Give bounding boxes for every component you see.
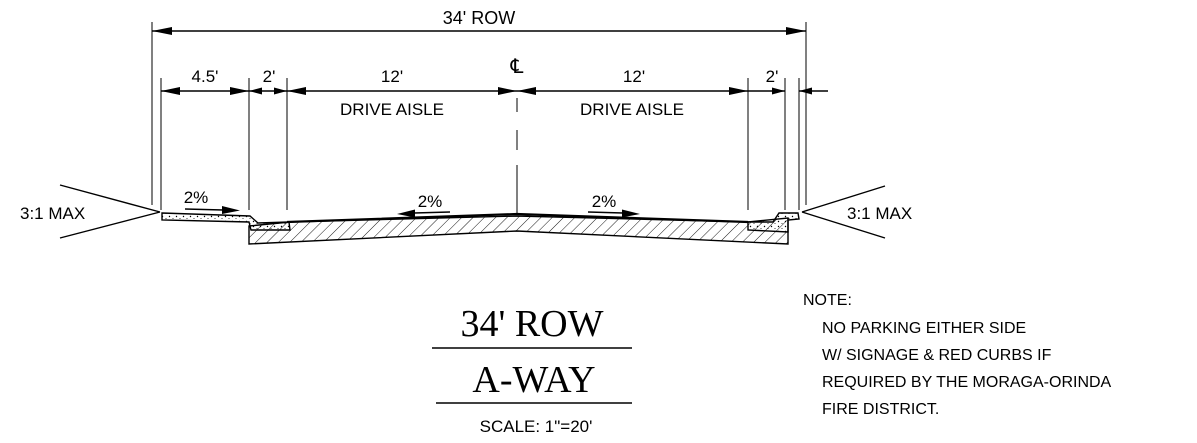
right-drive-aisle-label: DRIVE AISLE [580, 100, 684, 119]
scale-label: SCALE: 1"=20' [480, 417, 593, 436]
shoulder-width-label: 4.5' [192, 67, 219, 86]
cross-slope-callouts: 2% 2% 2% [184, 188, 640, 218]
note-line-3: REQUIRED BY THE MORAGA-ORINDA [822, 374, 1112, 391]
row-dimension-label: 34' ROW [443, 8, 515, 28]
note-line-2: W/ SIGNAGE & RED CURBS IF [822, 347, 1052, 364]
left-sidewalk [161, 212, 291, 231]
row-dimension: 34' ROW [151, 8, 807, 205]
shoulder-slope-label: 2% [184, 188, 209, 207]
left-drive-aisle-label: DRIVE AISLE [340, 100, 444, 119]
note-line-4: FIRE DISTRICT. [822, 401, 939, 418]
left-side-slope-label: 3:1 MAX [20, 204, 85, 223]
segment-dimensions: 4.5' 2' 12' 12' 2' DRIVE AISLE DRIVE AIS… [160, 67, 828, 210]
centerline: ℄ [510, 56, 524, 214]
left-lane-slope-label: 2% [418, 192, 443, 211]
right-curb-width-label: 2' [766, 67, 779, 86]
note-block: NOTE: NO PARKING EITHER SIDE W/ SIGNAGE … [803, 292, 1112, 418]
centerline-symbol: ℄ [510, 56, 524, 78]
right-side-slope-label: 3:1 MAX [847, 204, 912, 223]
title-line-1: 34' ROW [460, 303, 603, 345]
title-line-2: A-WAY [472, 359, 595, 401]
title-block: 34' ROW A-WAY SCALE: 1"=20' [432, 303, 632, 436]
note-heading: NOTE: [803, 292, 852, 309]
right-lane-width-label: 12' [623, 67, 645, 86]
road-section: 3:1 MAX 3:1 MAX [20, 184, 912, 245]
left-lane-width-label: 12' [381, 67, 403, 86]
right-curb [747, 212, 800, 233]
note-line-1: NO PARKING EITHER SIDE [822, 320, 1026, 337]
right-lane-slope-label: 2% [592, 192, 617, 211]
left-curb-width-label: 2' [263, 67, 276, 86]
